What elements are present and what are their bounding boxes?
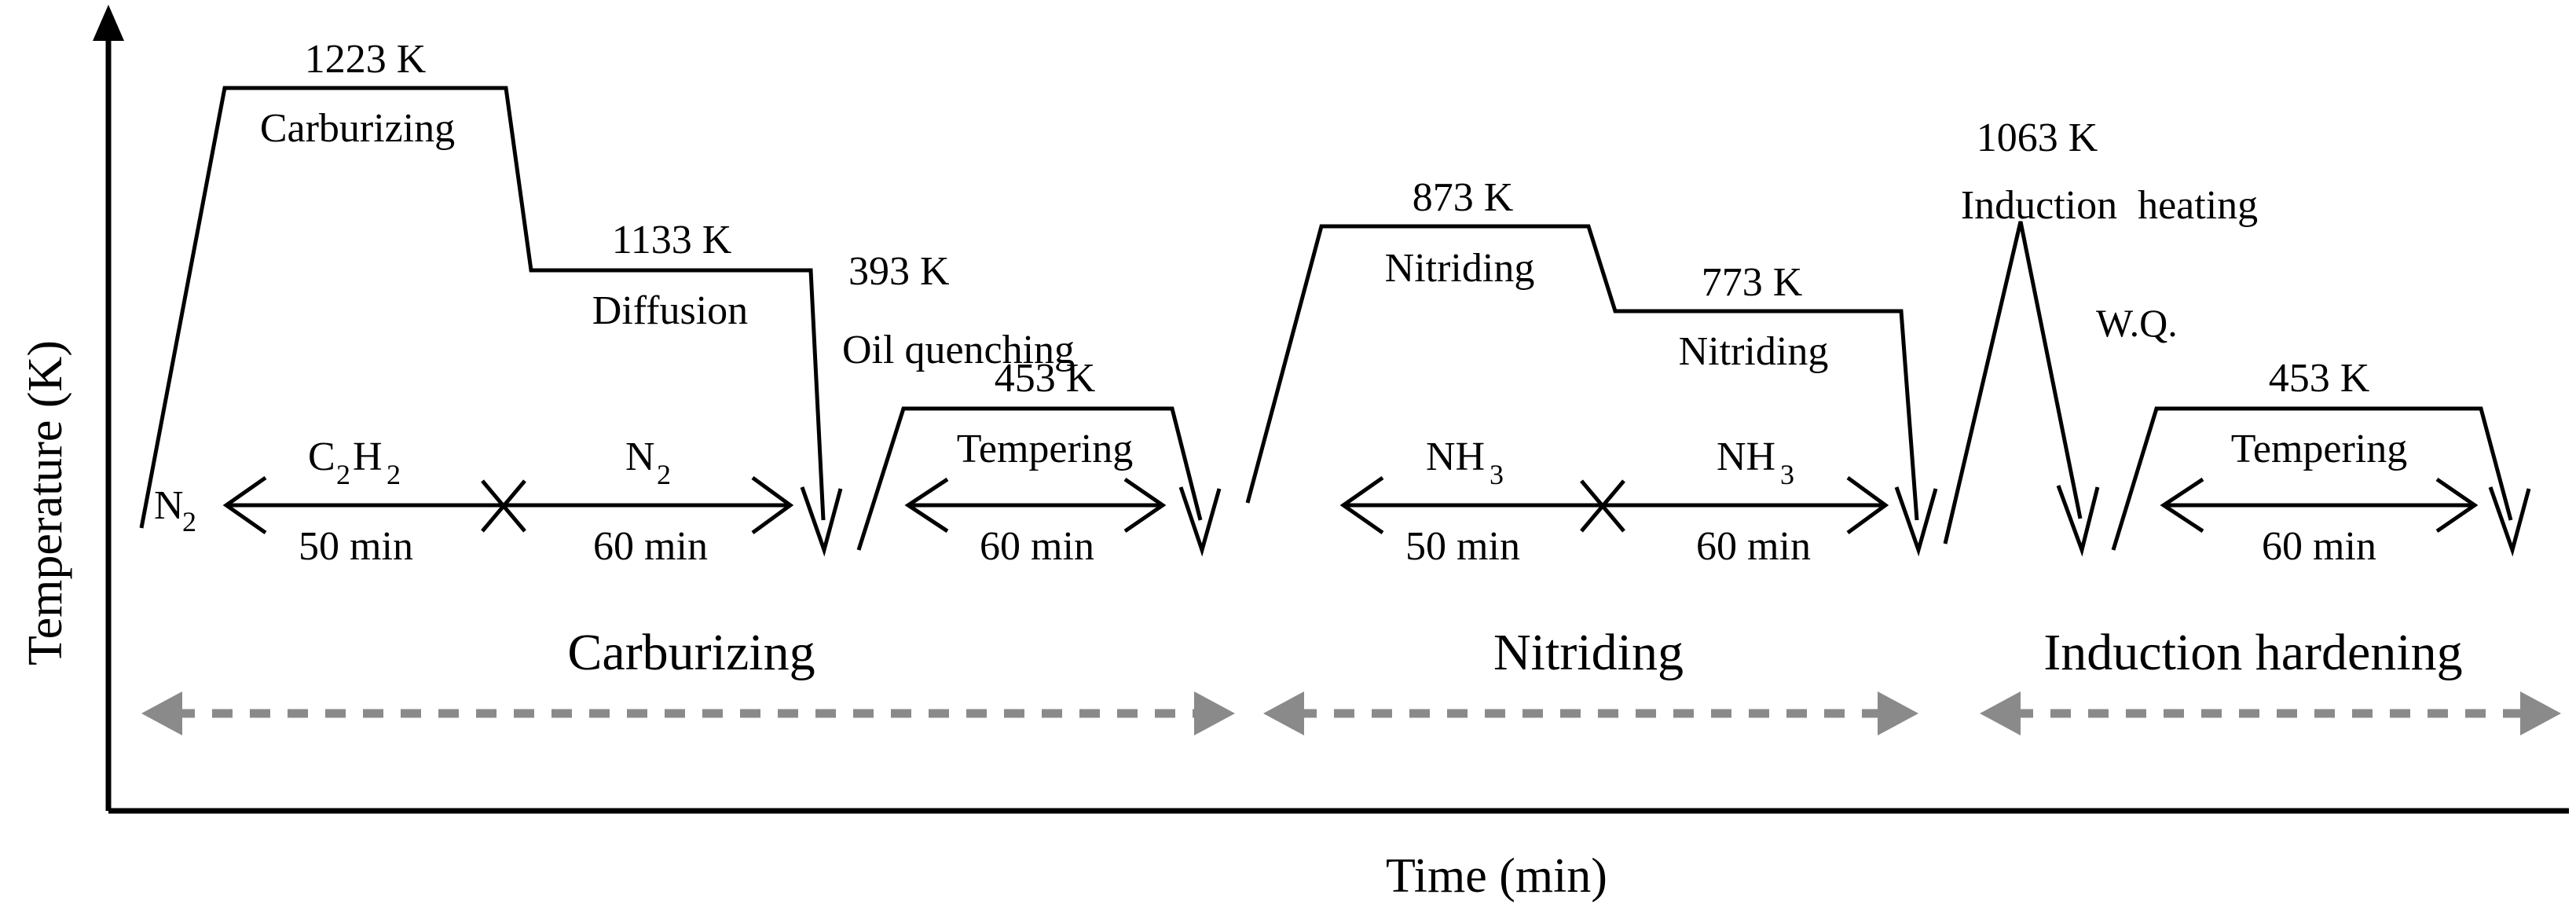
nitriding-seg2-duration-label: 60 min	[1696, 524, 1811, 569]
diffusion-temp-1133-label: 1133 K	[612, 218, 732, 262]
induction-tempering-duration-label: 60 min	[2262, 524, 2376, 569]
x-axis-label: Time (min)	[1386, 849, 1607, 903]
stage-arrow-left-head-nitriding	[1263, 691, 1304, 735]
carburizing-tempering-curve	[856, 406, 1203, 551]
stage-span-induction: Induction hardening	[1980, 624, 2561, 735]
induction-heating-peak-curve	[1943, 221, 2083, 544]
nitriding-process-1-label: Nitriding	[1385, 246, 1535, 291]
stage-span-carburizing: Carburizing	[141, 624, 1235, 735]
carburizing-duration-arrow-right-head	[751, 475, 794, 535]
gas-c2h2-sub1: 2	[336, 459, 350, 490]
carburizing-gas-n2-label: N 2	[625, 434, 671, 490]
gas-nh3-1-formula: NH	[1426, 434, 1485, 479]
stage-arrow-right-head-carburizing	[1194, 691, 1235, 735]
gas-c2h2-sub2: 2	[387, 459, 401, 490]
nitriding-temp-873-label: 873 K	[1413, 175, 1514, 220]
nitriding-duration-center-tick	[1580, 479, 1625, 533]
carburizing-profile-curve	[139, 86, 826, 529]
stage-arrow-left-head-induction	[1980, 691, 2021, 735]
induction-tempering-duration-arrow	[2160, 477, 2479, 534]
nitriding-duration-arrow-left-head	[1339, 475, 1384, 535]
stage-label-induction-hardening: Induction hardening	[2043, 624, 2462, 681]
induction-heating-process-label: Induction heating	[1961, 183, 2258, 228]
start-gas-formula: N	[154, 483, 184, 528]
gas-nh3-2-subscript: 3	[1780, 459, 1794, 490]
nitriding-section: 873 K Nitriding 773 K Nitriding NH 3	[1245, 175, 1938, 569]
induction-section: 1063 K Induction heating W.Q. 453 K Temp…	[1943, 116, 2531, 569]
start-gas-subscript: 2	[182, 506, 196, 537]
carburizing-duration-center-tick	[481, 479, 526, 533]
diffusion-process-label: Diffusion	[592, 288, 748, 333]
carburizing-tempering-quench-arrowhead	[1178, 486, 1222, 557]
carburizing-tempering-arrow-right-head	[1123, 477, 1167, 534]
carburizing-temp-1223-label: 1223 K	[305, 37, 427, 82]
carburizing-duration-arrow	[222, 475, 794, 535]
nitriding-process-2-label: Nitriding	[1679, 329, 1829, 374]
nitriding-gas-nh3-label-1: NH 3	[1426, 434, 1504, 490]
gas-c2h2-c: C	[308, 434, 335, 479]
oil-quench-temp-393-label: 393 K	[848, 249, 950, 294]
nitriding-temp-773-label: 773 K	[1702, 260, 1803, 305]
induction-tempering-process-label: Tempering	[2231, 427, 2408, 471]
y-axis-label: Temperature (K)	[19, 340, 72, 666]
oil-quench-process-label: Oil quenching	[842, 328, 1075, 372]
oil-quench-arrowhead	[800, 486, 843, 557]
induction-tempering-temp-label: 453 K	[2269, 356, 2370, 401]
stage-arrow-right-head-nitriding	[1878, 691, 1918, 735]
carburizing-tempering-process-label: Tempering	[957, 427, 1134, 471]
nitriding-duration-arrow-right-head	[1846, 475, 1889, 535]
nitriding-gas-nh3-label-2: NH 3	[1717, 434, 1794, 490]
carburizing-tempering-duration-arrow	[904, 477, 1167, 534]
carburizing-tempering-arrow-left-head	[904, 477, 949, 534]
nitriding-seg1-duration-label: 50 min	[1405, 524, 1520, 569]
carburizing-seg2-duration-label: 60 min	[593, 524, 708, 569]
induction-tempering-curve	[2111, 406, 2513, 551]
carburizing-process-label: Carburizing	[260, 106, 455, 151]
induction-tempering-arrow-right-head	[2435, 477, 2479, 534]
gas-nh3-2-formula: NH	[1717, 434, 1775, 479]
carburizing-duration-arrow-left-head	[222, 475, 267, 535]
y-axis-arrowhead	[93, 5, 124, 41]
stage-label-nitriding: Nitriding	[1493, 624, 1684, 681]
carburizing-tempering-duration-label: 60 min	[980, 524, 1094, 569]
gas-nh3-1-subscript: 3	[1490, 459, 1504, 490]
gas-c2h2-h: H	[353, 434, 383, 479]
nitriding-quench-arrowhead	[1894, 486, 1938, 557]
nitriding-profile-curve	[1245, 224, 1919, 521]
carburizing-section: 1223 K Carburizing 1133 K Diffusion 393 …	[139, 37, 1222, 569]
stage-label-carburizing: Carburizing	[567, 624, 815, 681]
axes-group	[93, 5, 2569, 814]
carburizing-tempering-temp-label: 453 K	[995, 356, 1096, 401]
stage-arrow-right-head-induction	[2520, 691, 2561, 735]
stage-span-nitriding: Nitriding	[1263, 624, 1918, 735]
carburizing-seg1-duration-label: 50 min	[299, 524, 413, 569]
induction-water-quench-label: W.Q.	[2096, 301, 2178, 345]
nitriding-duration-arrow	[1339, 475, 1889, 535]
induction-temp-1063-label: 1063 K	[1977, 116, 2098, 160]
induction-tempering-arrow-left-head	[2160, 477, 2204, 534]
gas-n2-sub: 2	[657, 459, 671, 490]
induction-tempering-quench-arrowhead	[2488, 486, 2531, 557]
stage-arrow-left-head-carburizing	[141, 691, 182, 735]
carburizing-gas-c2h2-label: C 2 H 2	[308, 434, 401, 490]
carburizing-start-gas-label: N 2	[154, 483, 196, 537]
gas-n2-n: N	[625, 434, 655, 479]
induction-water-quench-arrowhead	[2056, 485, 2100, 557]
